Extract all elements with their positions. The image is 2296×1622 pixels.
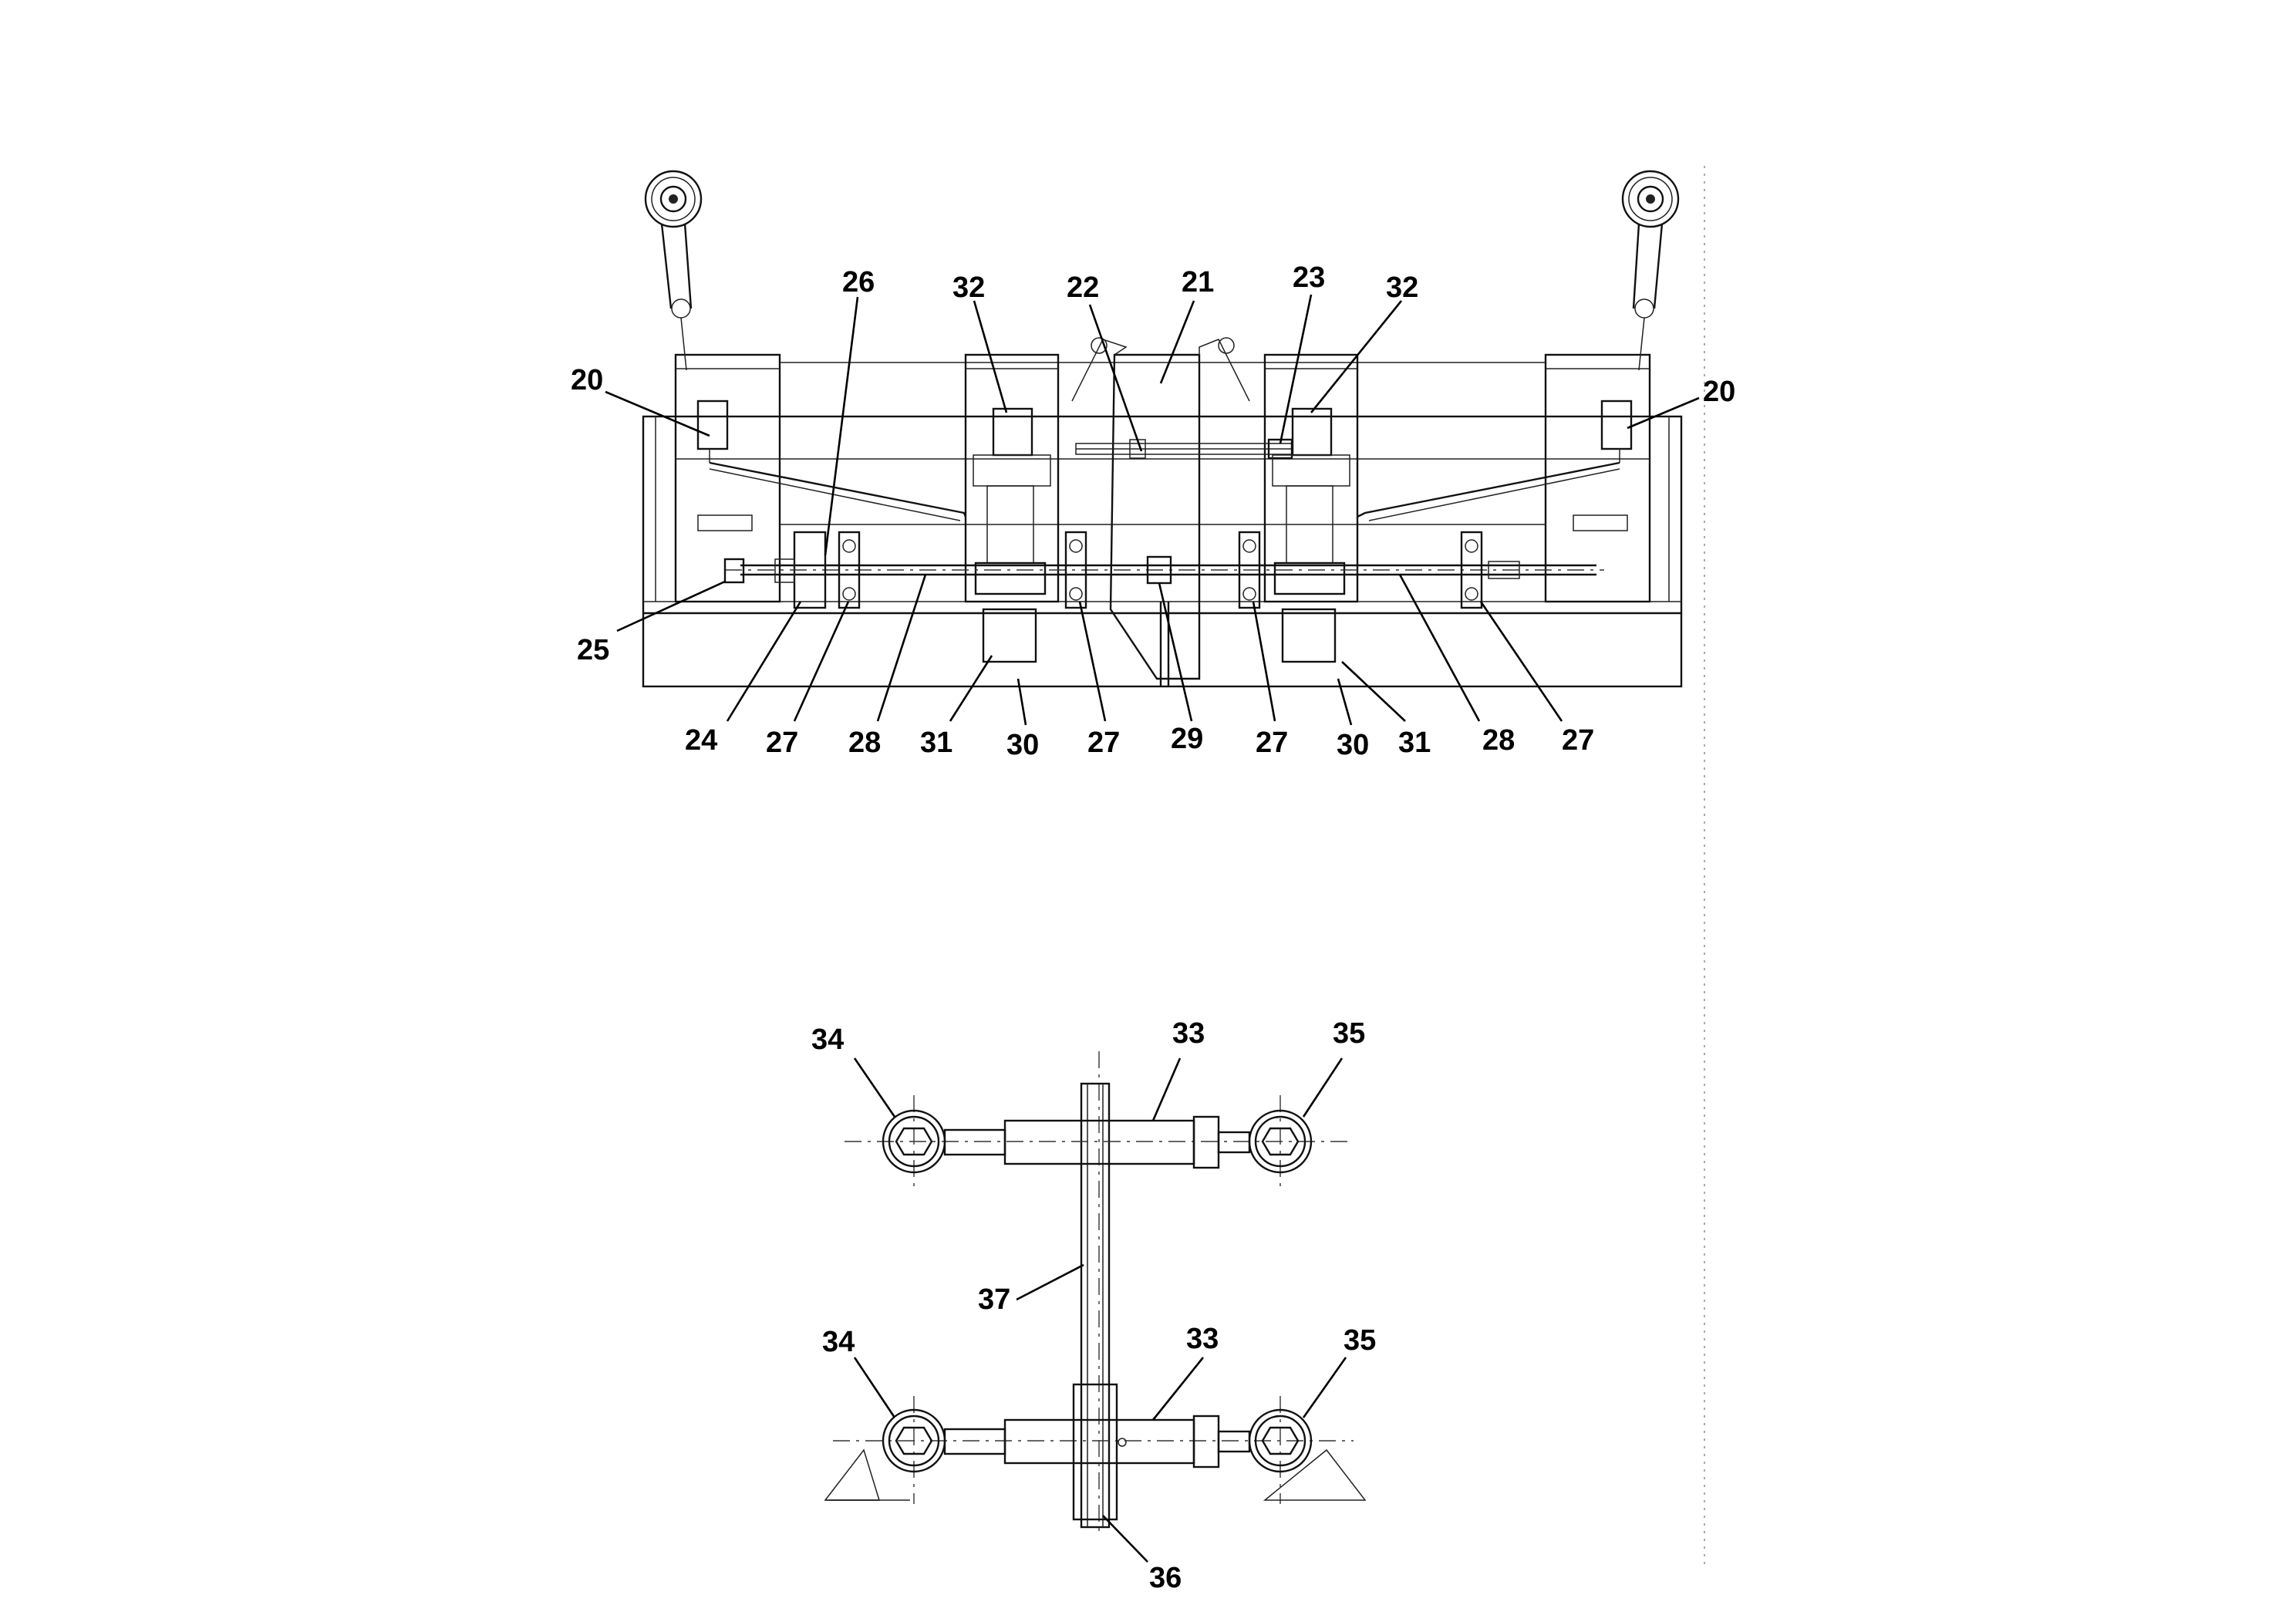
bearing-27-b — [1064, 531, 1087, 609]
callout-35-bottom: 35 — [1344, 1324, 1376, 1357]
callout-23: 23 — [1293, 261, 1325, 294]
callout-27-a: 27 — [766, 727, 798, 759]
center-plate — [1109, 353, 1201, 680]
top-assembly-view — [642, 170, 1683, 688]
bearing-27-d — [1460, 531, 1483, 609]
callout-27-b: 27 — [1087, 727, 1120, 759]
callout-31-right: 31 — [1398, 727, 1431, 759]
callout-33-bottom: 33 — [1186, 1323, 1219, 1355]
callout-35-top: 35 — [1333, 1017, 1365, 1050]
gearbox-left — [982, 608, 1037, 663]
callout-32-left: 32 — [952, 271, 985, 304]
callout-32-right: 32 — [1386, 271, 1418, 304]
turnbuckle-detail-view — [824, 1051, 1367, 1535]
top-view-leaders — [605, 294, 1700, 726]
sensor-box-left — [696, 400, 729, 450]
bottom-view-leaders — [853, 1057, 1347, 1563]
callout-22: 22 — [1067, 271, 1099, 304]
callout-20-right: 20 — [1703, 376, 1735, 408]
callout-36: 36 — [1149, 1562, 1182, 1594]
callout-24: 24 — [685, 724, 717, 757]
callout-26: 26 — [842, 266, 875, 298]
callout-20-left: 20 — [571, 364, 603, 396]
rod-end-35-top — [1248, 1109, 1313, 1174]
callout-27-c: 27 — [1256, 727, 1288, 759]
callout-33-top: 33 — [1172, 1017, 1205, 1050]
bracket-plate — [1072, 1383, 1118, 1521]
callout-27-d: 27 — [1562, 724, 1594, 757]
callout-37: 37 — [978, 1283, 1010, 1316]
callout-30-left: 30 — [1006, 729, 1039, 761]
pulley-right — [1621, 170, 1680, 371]
gearbox-right — [1281, 608, 1337, 663]
callout-21: 21 — [1182, 266, 1214, 298]
callout-34-top: 34 — [811, 1023, 844, 1056]
callout-30-right: 30 — [1337, 729, 1369, 761]
bearing-27-a — [838, 531, 861, 609]
pulley-left — [644, 170, 703, 371]
callout-34-bottom: 34 — [822, 1326, 855, 1358]
callout-28-left: 28 — [848, 727, 881, 759]
callout-25: 25 — [577, 634, 609, 666]
connecting-bar — [1080, 1082, 1111, 1529]
sensor-box-right — [1600, 400, 1633, 450]
base-frame — [642, 415, 1683, 688]
bearing-27-c — [1238, 531, 1261, 609]
callout-31-left: 31 — [920, 727, 952, 759]
callout-28-right: 28 — [1482, 724, 1515, 757]
rod-end-35-bottom — [1248, 1408, 1313, 1473]
callout-29: 29 — [1171, 723, 1203, 755]
